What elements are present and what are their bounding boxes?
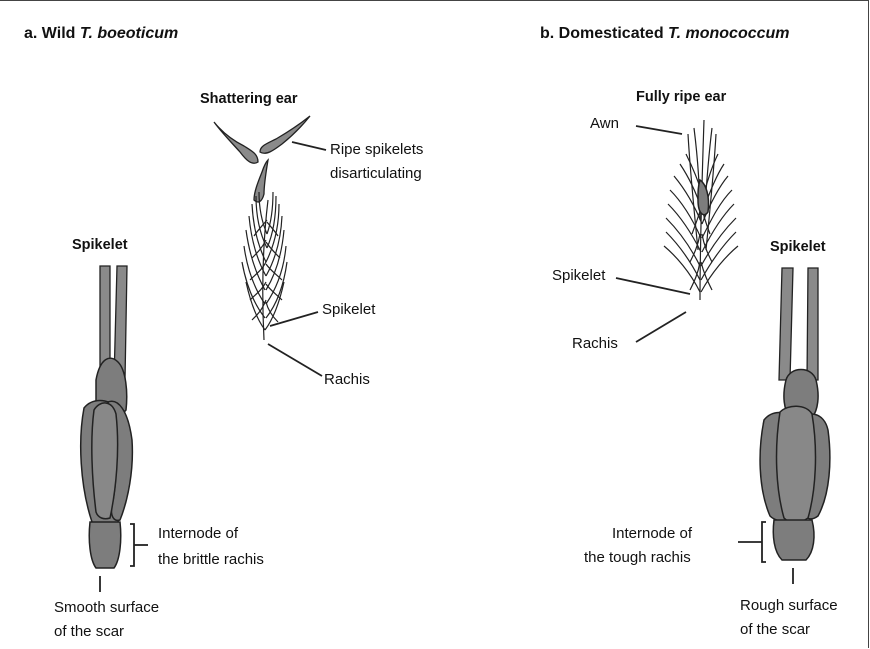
panel-b-spikelet-callout: Spikelet <box>552 266 605 285</box>
shattering-ear-title: Shattering ear <box>200 90 298 109</box>
panel-b-heading-species: T. monococcum <box>668 25 790 42</box>
panel-b-rachis-callout: Rachis <box>572 334 618 353</box>
panel-b-heading: b. Domesticated T. monococcum <box>540 24 790 43</box>
ripe-spikelets-label-line2: disarticulating <box>330 164 422 183</box>
smooth-scar-label-line1: Smooth surface <box>54 598 159 617</box>
panel-a-heading-species: T. boeoticum <box>80 25 178 42</box>
panel-a-rachis-callout: Rachis <box>324 370 370 389</box>
tough-internode-label-line1: Internode of <box>584 524 720 543</box>
domesticated-spikelet-title: Spikelet <box>770 238 826 257</box>
fully-ripe-ear-title: Fully ripe ear <box>636 88 726 107</box>
fully-ripe-ear-drawing <box>616 120 738 342</box>
rough-scar-label-line2: of the scar <box>740 620 810 639</box>
panel-b-heading-prefix: b. Domesticated <box>540 25 668 42</box>
domesticated-spikelet-drawing <box>738 268 830 584</box>
wild-spikelet-title: Spikelet <box>72 236 128 255</box>
ripe-spikelets-label-line1: Ripe spikelets <box>330 140 423 159</box>
awn-callout: Awn <box>590 114 619 133</box>
rough-scar-label-line1: Rough surface <box>740 596 838 615</box>
panel-a-heading: a. Wild T. boeoticum <box>24 24 178 43</box>
brittle-internode-label-line1: Internode of <box>158 524 238 543</box>
panel-a-spikelet-callout: Spikelet <box>322 300 375 319</box>
smooth-scar-label-line2: of the scar <box>54 622 124 641</box>
shattering-ear-drawing <box>214 116 326 376</box>
wild-spikelet-drawing <box>81 266 148 592</box>
panel-a-heading-prefix: a. Wild <box>24 25 80 42</box>
brittle-internode-label-line2: the brittle rachis <box>158 550 264 569</box>
tough-internode-label-line2: the tough rachis <box>584 548 691 567</box>
